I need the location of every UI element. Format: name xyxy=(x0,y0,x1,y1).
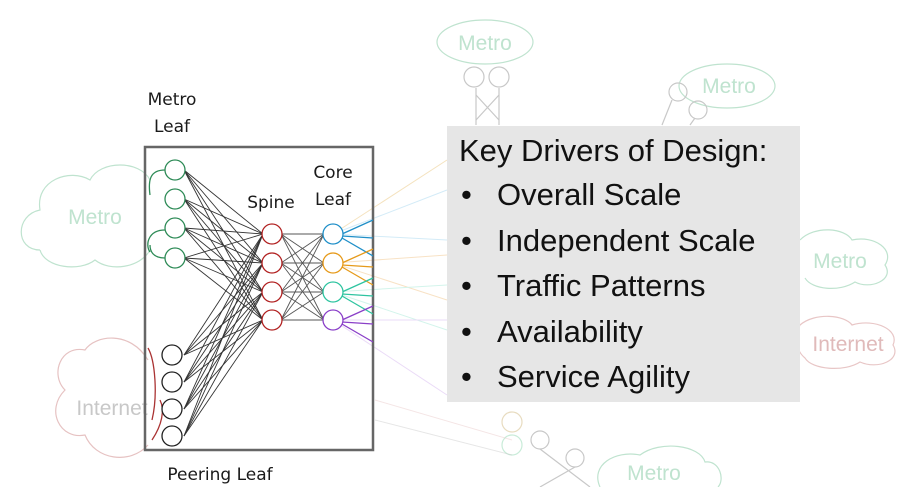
link-line xyxy=(183,262,264,437)
metro-leaf-label-line2: Leaf xyxy=(153,117,191,137)
peering-leaf-node xyxy=(161,398,183,420)
link-line xyxy=(183,291,264,356)
link-line xyxy=(183,262,264,356)
key-driver-item: • Availability xyxy=(459,309,788,355)
link-line xyxy=(341,277,374,293)
cloud-label: Metro xyxy=(702,75,756,98)
link-line xyxy=(183,233,264,383)
link-line xyxy=(183,233,264,410)
metro-leaf-node xyxy=(164,159,186,181)
link-line xyxy=(341,293,374,297)
cloud-label: Internet xyxy=(76,397,147,420)
cloud-label: Metro xyxy=(813,250,867,273)
cloud-label: Metro xyxy=(458,32,512,55)
metro-leaf-node xyxy=(164,188,186,210)
metro-leaf-label-line1: Metro xyxy=(147,90,197,110)
cloud-label: Internet xyxy=(812,333,883,356)
link-line xyxy=(280,233,325,264)
link-line xyxy=(341,219,374,235)
link-line xyxy=(183,169,264,235)
core-leaf-label-line2: Leaf xyxy=(314,190,352,210)
key-driver-item: • Traffic Patterns xyxy=(459,263,788,309)
link-line xyxy=(341,248,374,264)
link-line xyxy=(280,233,325,321)
spine-label: Spine xyxy=(247,193,295,213)
link-line xyxy=(280,262,325,321)
core-leaf-label-line1: Core xyxy=(313,163,353,183)
key-driver-text: Overall Scale xyxy=(497,177,682,212)
key-driver-item: • Independent Scale xyxy=(459,218,788,264)
metro-cloud-top-right: Metro xyxy=(661,63,776,126)
metro-leaf-node xyxy=(164,217,186,239)
spine-node xyxy=(261,281,283,303)
link-line xyxy=(183,227,264,321)
link-line xyxy=(183,227,264,293)
metro-cloud-right: Metro xyxy=(799,229,889,289)
link-line xyxy=(341,305,374,321)
link-line xyxy=(280,291,325,321)
link-line xyxy=(183,319,264,437)
link-line xyxy=(341,266,374,286)
link-line xyxy=(183,233,264,259)
peering-leaf-label: Peering Leaf xyxy=(167,465,273,485)
spine-node xyxy=(261,223,283,245)
core-leaf-node xyxy=(322,223,344,245)
core-leaf-node xyxy=(322,252,344,274)
cloud-label: Metro xyxy=(68,206,122,229)
link-line xyxy=(341,323,374,343)
bullet-icon: • xyxy=(461,268,472,303)
fabric-frame xyxy=(143,145,375,452)
key-drivers-list: • Overall Scale • Independent Scale • Traffic… xyxy=(459,172,788,400)
key-drivers-box: Key Drivers of Design: • Overall Scale • In… xyxy=(447,126,800,402)
key-driver-item: • Service Agility xyxy=(459,354,788,400)
link-line xyxy=(183,257,264,293)
link-line xyxy=(341,295,374,315)
link-line xyxy=(341,235,374,239)
peering-leaf-node xyxy=(161,425,183,447)
link-line xyxy=(341,264,374,268)
metro-cloud-bottom: Metro xyxy=(501,411,722,487)
link-line xyxy=(183,291,264,383)
bullet-icon: • xyxy=(461,222,472,258)
link-line xyxy=(183,227,264,264)
link-line xyxy=(341,321,374,325)
link-line xyxy=(341,237,374,257)
key-driver-item: • Overall Scale xyxy=(459,172,788,218)
bullet-icon: • xyxy=(461,359,472,394)
core-leaf-label: Core Leaf xyxy=(298,160,368,214)
key-driver-text: Independent Scale xyxy=(497,222,756,258)
internet-cloud-right: Internet xyxy=(796,315,896,369)
core-leaf-node xyxy=(322,281,344,303)
link-line xyxy=(183,198,264,235)
metro-leaf-label: Metro Leaf xyxy=(132,87,212,141)
link-line xyxy=(183,233,264,437)
spine-node xyxy=(261,252,283,274)
link-line xyxy=(183,233,264,356)
spine-node xyxy=(261,309,283,331)
metro-leaf-node xyxy=(164,247,186,269)
key-driver-text: Service Agility xyxy=(497,359,690,394)
peering-leaf-node xyxy=(161,344,183,366)
cloud-label: Metro xyxy=(627,462,681,485)
link-line xyxy=(183,227,264,235)
bullet-icon: • xyxy=(461,177,472,212)
link-line xyxy=(183,291,264,437)
link-line xyxy=(183,257,264,321)
link-line xyxy=(280,233,325,293)
metro-cloud-top: Metro xyxy=(436,19,534,125)
bullet-icon: • xyxy=(461,313,472,349)
metro-cloud-left: Metro xyxy=(20,164,151,268)
peering-leaf-node xyxy=(161,371,183,393)
core-leaf-node xyxy=(322,309,344,331)
key-driver-text: Availability xyxy=(497,313,643,349)
key-drivers-title: Key Drivers of Design: xyxy=(459,133,768,168)
internet-cloud-left: Internet xyxy=(55,337,149,458)
key-driver-text: Traffic Patterns xyxy=(497,268,706,303)
